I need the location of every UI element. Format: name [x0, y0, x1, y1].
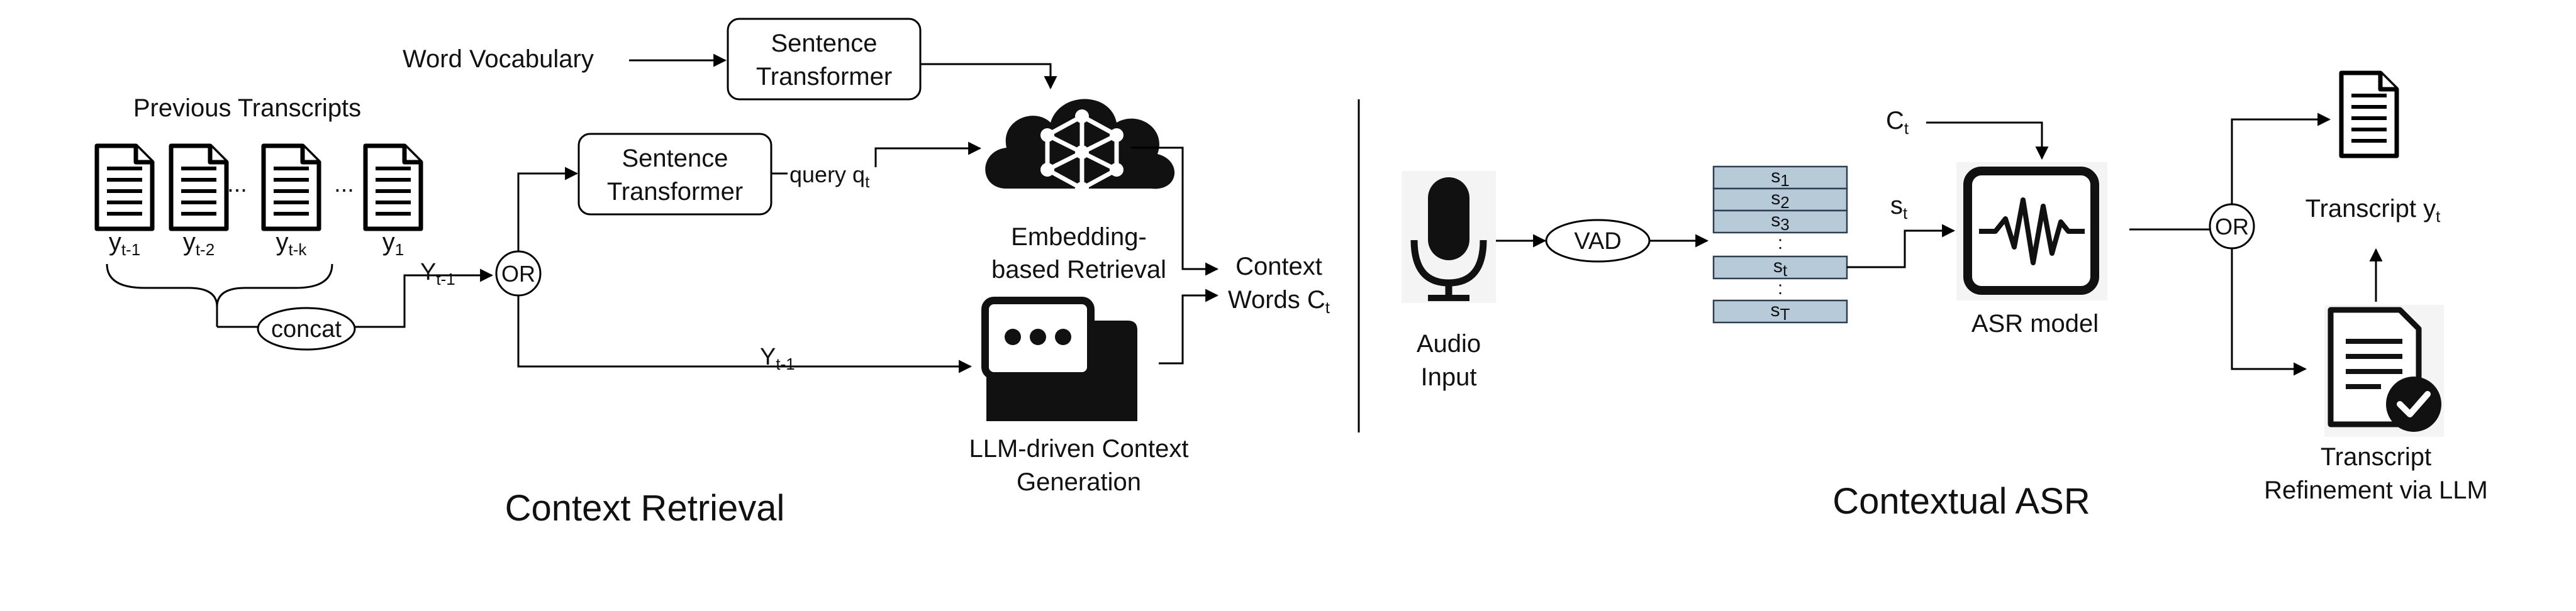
- top-transformer-to-retrieval-arrow: [920, 63, 1057, 90]
- segment-t: [1712, 255, 1848, 280]
- segment-to-asr-arrow: [1847, 224, 1956, 268]
- word-vocabulary-label: Word Vocabulary: [403, 45, 594, 73]
- brace: [106, 263, 333, 307]
- segment-T: [1712, 299, 1848, 324]
- refinement-line1: Transcript: [2321, 443, 2431, 471]
- transcript-document-icon: [2341, 73, 2397, 156]
- previous-transcripts-label: Previous Transcripts: [133, 94, 361, 122]
- concat-to-or-arrow: [355, 268, 494, 328]
- segments-vdots-2: :: [1778, 278, 1783, 299]
- query-to-retrieval-arrow: [874, 141, 982, 167]
- s-t-label: st: [1890, 192, 1908, 223]
- llm-generation-line2: Generation: [1017, 468, 1141, 496]
- ellipsis-1: ...: [227, 171, 247, 197]
- audio-input-line2: Input: [1421, 363, 1477, 391]
- or-to-refinement-arrow: [2231, 248, 2307, 376]
- context-to-asr-arrow: [1926, 121, 2049, 160]
- document-icon: [97, 146, 152, 229]
- or-to-transformer-arrow: [517, 167, 579, 251]
- transcript-label: Transcript yt: [2306, 195, 2441, 226]
- c-t-label: Ct: [1886, 107, 1909, 138]
- or-to-transcript-arrow: [2231, 113, 2331, 204]
- sentence-transformer-mid-line2: Transformer: [607, 178, 743, 206]
- segments-vdots-1: :: [1778, 233, 1783, 253]
- document-icon: [365, 146, 421, 229]
- llm-generation-line1: LLM-driven Context: [969, 435, 1188, 463]
- or-label-left: OR: [501, 261, 535, 287]
- segment-2-label: s2: [1771, 188, 1789, 212]
- asr-model-label: ASR model: [1971, 310, 2099, 338]
- segment-2: [1712, 187, 1848, 212]
- segment-1-label: s1: [1771, 166, 1789, 190]
- concat-label: concat: [271, 316, 342, 343]
- waveform-icon: [1956, 162, 2107, 300]
- retrieval-to-context-arrow: [1131, 146, 1219, 276]
- microphone-icon: [1402, 171, 1496, 303]
- segment-3-label: s3: [1771, 210, 1789, 234]
- doc-label-1: y1: [382, 228, 404, 259]
- context-retrieval-title: Context Retrieval: [505, 488, 785, 529]
- doc-label-t-k: yt-k: [276, 228, 308, 259]
- vad-label: VAD: [1574, 228, 1621, 255]
- sentence-transformer-mid-line1: Sentence: [622, 145, 728, 172]
- segment-3: [1712, 209, 1848, 234]
- segment-t-label: st: [1773, 256, 1788, 280]
- verified-document-icon: [2324, 305, 2444, 437]
- sentence-transformer-top-line1: Sentence: [771, 30, 877, 57]
- segment-T-label: sT: [1771, 300, 1790, 324]
- chat-bubbles-icon: [981, 297, 1137, 421]
- document-icon: [264, 146, 319, 229]
- context-words-line2: Words Ct: [1228, 286, 1330, 317]
- ellipsis-2: ...: [334, 171, 354, 197]
- audio-input-line1: Audio: [1417, 330, 1481, 358]
- sentence-transformer-top-line2: Transformer: [756, 63, 892, 91]
- or-to-llm-arrow: [517, 295, 973, 373]
- context-words-line1: Context: [1235, 253, 1322, 280]
- doc-label-t-2: yt-2: [183, 228, 215, 259]
- contextual-asr-title: Contextual ASR: [1832, 481, 2090, 522]
- y-prev-label-1: Yt-1: [420, 259, 455, 289]
- query-label: query qt: [789, 162, 870, 191]
- y-prev-label-2: Yt-1: [760, 344, 795, 373]
- llm-to-context-arrow: [1159, 289, 1219, 365]
- concat-node: [257, 307, 356, 351]
- or-label-right: OR: [2215, 214, 2249, 239]
- sentence-transformer-top-box: [727, 18, 922, 101]
- refinement-line2: Refinement via LLM: [2264, 476, 2488, 504]
- embedding-retrieval-line1: Embedding-: [1011, 223, 1147, 251]
- embedding-retrieval-line2: based Retrieval: [991, 256, 1166, 283]
- document-icon: [171, 146, 226, 229]
- network-cloud-icon: [985, 99, 1175, 195]
- doc-label-t-1: yt-1: [109, 228, 140, 259]
